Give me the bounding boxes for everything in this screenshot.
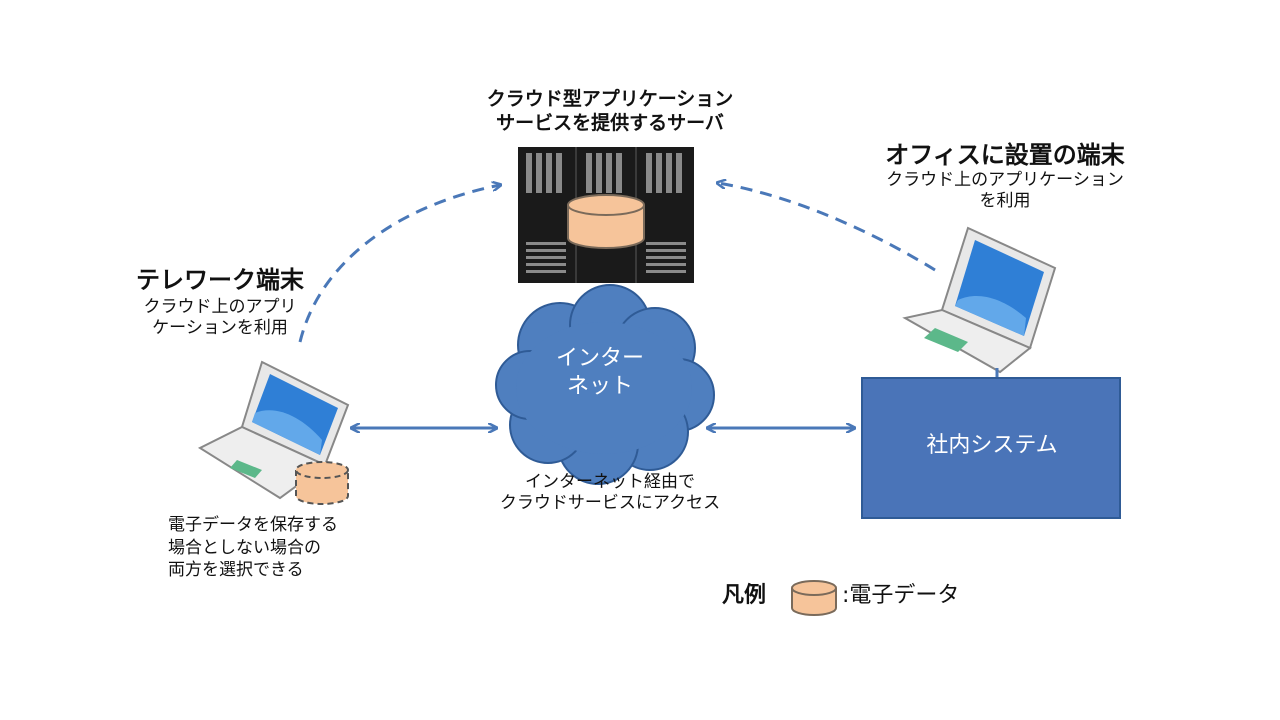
internal-system-label: 社内システム xyxy=(926,433,1058,458)
data-note-line2: 場合としない場合の xyxy=(168,537,321,558)
internet-label-line1: インター xyxy=(555,346,644,371)
internal-system-box xyxy=(861,377,1121,519)
database-cylinder-icon xyxy=(567,194,645,249)
office-desc-line1: クラウド上のアプリケーション xyxy=(886,170,1124,190)
database-cylinder-icon xyxy=(791,580,837,616)
office-desc-line2: を利用 xyxy=(979,191,1031,212)
telework-terminal-description: クラウド上のアプリ ケーションを利用 xyxy=(95,297,345,340)
data-note-line1: 電子データを保存する xyxy=(168,515,338,535)
legend-item-label: :電子データ xyxy=(842,583,960,608)
office-terminal-title: オフィスに設置の端末 xyxy=(885,141,1125,169)
data-note-line3: 両方を選択できる xyxy=(168,560,304,581)
telework-terminal-title: テレワーク端末 xyxy=(136,266,304,294)
legend-label: 凡例 xyxy=(722,583,767,608)
server-title-line2: サービスを提供するサーバ xyxy=(496,111,724,134)
telework-desc-line1: クラウド上のアプリ xyxy=(143,297,297,317)
dashed-arrow-telework-to-server xyxy=(298,185,500,343)
access-description: インターネット経由で クラウドサービスにアクセス xyxy=(440,472,780,515)
data-storage-note: 電子データを保存する 場合としない場合の 両方を選択できる xyxy=(168,514,338,582)
internet-label: インター ネット xyxy=(520,345,680,400)
access-line1: インターネット経由で xyxy=(525,472,695,492)
cloud-icon xyxy=(495,284,715,485)
access-line2: クラウドサービスにアクセス xyxy=(499,493,721,514)
server-title-line1: クラウド型アプリケーション xyxy=(486,88,734,110)
server-title: クラウド型アプリケーション サービスを提供するサーバ xyxy=(440,88,780,136)
dashed-arrow-office-to-server xyxy=(718,183,936,272)
telework-desc-line2: ケーションを利用 xyxy=(152,318,288,339)
laptop-icon xyxy=(197,360,350,500)
laptop-icon xyxy=(902,226,1057,380)
office-terminal-description: クラウド上のアプリケーション を利用 xyxy=(835,170,1175,213)
database-cylinder-icon xyxy=(295,461,349,505)
internet-label-line2: ネット xyxy=(566,373,633,399)
